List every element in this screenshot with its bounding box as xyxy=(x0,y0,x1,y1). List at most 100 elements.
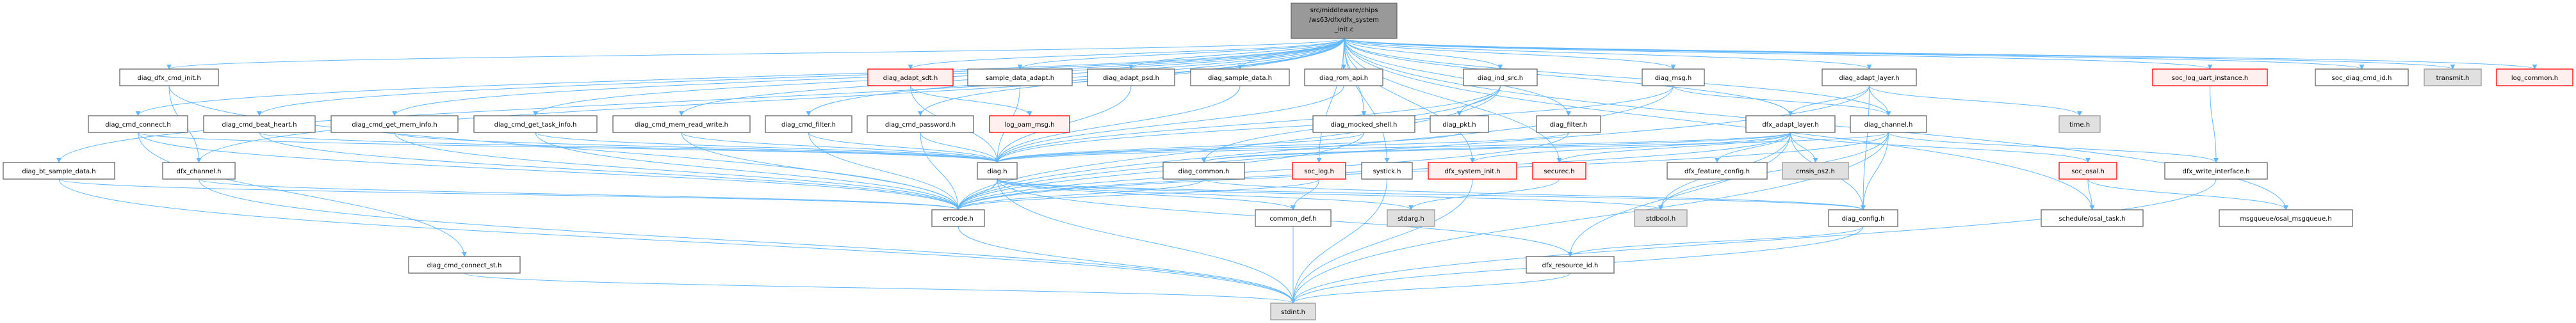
node-box xyxy=(989,115,1070,133)
node-log-oam-msg[interactable]: log_oam_msg.h xyxy=(989,115,1070,133)
node-diag-sample-data[interactable]: diag_sample_data.h xyxy=(1190,68,1290,86)
edge-root-to-diag_cmd_beat_heart xyxy=(257,38,1344,116)
edge-root-to-diag_channel xyxy=(1344,38,1891,116)
node-diag-pkt[interactable]: diag_pkt.h xyxy=(1430,115,1489,133)
node-label: dfx_channel.h xyxy=(177,168,222,175)
node-soc-log-uart-instance[interactable]: soc_log_uart_instance.h xyxy=(2152,68,2268,86)
edge-diag_cmd_connect-to-diag xyxy=(138,132,1000,163)
node-diag-cmd-mem-read-write[interactable]: diag_cmd_mem_read_write.h xyxy=(612,115,751,133)
edge-root-to-dfx_channel xyxy=(196,38,1344,163)
edge-diag_filter-to-diag xyxy=(995,132,1569,163)
edge-diag_ind_src-to-diag xyxy=(995,85,1501,163)
edge-root-to-soc_diag_cmd_id xyxy=(1344,38,2365,70)
edge-diag_channel-to-stdbool xyxy=(1658,132,1889,210)
edge-diag-to-stdint xyxy=(997,178,1296,304)
node-diag-adapt-sdt[interactable]: diag_adapt_sdt.h xyxy=(867,68,954,86)
node-label: soc_osal.h xyxy=(2071,168,2105,175)
node-systick[interactable]: systick.h xyxy=(1361,162,1413,180)
node-box xyxy=(330,115,459,133)
edge-root-to-diag_bt_sample_data xyxy=(56,38,1344,163)
node-diag-cmd-connect[interactable]: diag_cmd_connect.h xyxy=(88,115,188,133)
node-label: dfx_write_interface.h xyxy=(2182,168,2249,175)
node-label: time.h xyxy=(2069,122,2090,129)
node-stdint[interactable]: stdint.h xyxy=(1270,303,1316,320)
node-diag-rom-api[interactable]: diag_rom_api.h xyxy=(1304,68,1383,86)
node-label: soc_diag_cmd_id.h xyxy=(2332,75,2392,82)
node-diag-bt-sample-data[interactable]: diag_bt_sample_data.h xyxy=(3,162,115,180)
node-diag-mocked-shell[interactable]: diag_mocked_shell.h xyxy=(1312,115,1415,133)
node-label: log_common.h xyxy=(2511,75,2558,82)
node-diag-cmd-get-mem-info[interactable]: diag_cmd_get_mem_info.h xyxy=(330,115,459,133)
node-securec[interactable]: securec.h xyxy=(1532,162,1586,180)
edge-diag_sample_data-to-diag xyxy=(995,85,1241,163)
node-label: diag_cmd_connect.h xyxy=(105,122,171,129)
node-dfx-channel[interactable]: dfx_channel.h xyxy=(162,162,236,180)
node-diag-common[interactable]: diag_common.h xyxy=(1162,162,1245,180)
node-label: stdint.h xyxy=(1281,309,1305,316)
node-dfx-resource-id[interactable]: dfx_resource_id.h xyxy=(1526,256,1615,274)
edge-diag_cmd_connect-to-errcode xyxy=(138,132,961,210)
node-msgqueue-osal-msgqueue[interactable]: msgqueue/osal_msgqueue.h xyxy=(2219,209,2353,227)
edge-diag_filter-to-errcode xyxy=(956,132,1569,210)
edge-root-to-diag_ind_src xyxy=(1344,38,1503,70)
node-box xyxy=(977,162,1018,180)
node-label: diag_filter.h xyxy=(1550,122,1587,129)
node-log-common[interactable]: log_common.h xyxy=(2496,68,2573,86)
edge-diag_bt_sample_data-to-errcode xyxy=(58,178,961,210)
node-label: diag_channel.h xyxy=(1864,122,1913,129)
node-label: systick.h xyxy=(1373,168,1401,175)
node-sample-data-adapt[interactable]: sample_data_adapt.h xyxy=(967,68,1073,86)
edge-diag_msg-to-errcode xyxy=(956,85,1674,210)
node-box xyxy=(1526,256,1615,274)
node-errcode[interactable]: errcode.h xyxy=(931,209,985,227)
edge-errcode-to-stdint xyxy=(958,226,1296,304)
node-diag-msg[interactable]: diag_msg.h xyxy=(1642,68,1705,86)
edge-root-to-securec xyxy=(1344,38,1562,163)
edge-diag-to-diag_config xyxy=(997,178,1866,210)
node-diag-cmd-connect-st[interactable]: diag_cmd_connect_st.h xyxy=(408,256,521,274)
node-label: dfx_resource_id.h xyxy=(1542,262,1599,269)
node-dfx-system-init[interactable]: dfx_system_init.h xyxy=(1428,162,1517,180)
node-schedule-osal-task[interactable]: schedule/osal_task.h xyxy=(2041,209,2144,227)
node-cmsis-os2[interactable]: cmsis_os2.h xyxy=(1782,162,1849,180)
edge-root-to-dfx_system_init xyxy=(1344,38,1475,163)
node-dfx-write-interface[interactable]: dfx_write_interface.h xyxy=(2164,162,2268,180)
node-box xyxy=(867,68,954,86)
node-root[interactable]: src/middleware/chips/ws63/dfx/dfx_system… xyxy=(1291,3,1398,39)
node-diag-ind-src[interactable]: diag_ind_src.h xyxy=(1463,68,1538,86)
edge-dfx_adapt_layer-to-securec xyxy=(1556,132,1791,163)
node-dfx-adapt-layer[interactable]: dfx_adapt_layer.h xyxy=(1745,115,1836,133)
node-label: _init.c xyxy=(1334,26,1354,33)
node-common-def[interactable]: common_def.h xyxy=(1255,209,1332,227)
node-box xyxy=(1634,209,1688,227)
node-diag-channel[interactable]: diag_channel.h xyxy=(1850,115,1927,133)
node-stdbool[interactable]: stdbool.h xyxy=(1634,209,1688,227)
node-time[interactable]: time.h xyxy=(2058,115,2101,133)
edge-diag_cmd_get_task_info-to-diag xyxy=(535,132,1000,163)
node-diag[interactable]: diag.h xyxy=(977,162,1018,180)
node-soc-log[interactable]: soc_log.h xyxy=(1292,162,1346,180)
node-diag-cmd-filter[interactable]: diag_cmd_filter.h xyxy=(765,115,852,133)
node-diag-filter[interactable]: diag_filter.h xyxy=(1536,115,1601,133)
node-diag-adapt-psd[interactable]: diag_adapt_psd.h xyxy=(1087,68,1175,86)
node-box xyxy=(119,68,219,86)
node-diag-config[interactable]: diag_config.h xyxy=(1828,209,1898,227)
node-label: diag_cmd_beat_heart.h xyxy=(222,122,297,129)
edge-dfx_write_interface-to-stdint xyxy=(1291,178,2217,304)
edge-root-to-soc_log_uart_instance xyxy=(1344,38,2213,70)
node-dfx-feature-config[interactable]: dfx_feature_config.h xyxy=(1667,162,1768,180)
node-soc-osal[interactable]: soc_osal.h xyxy=(2058,162,2117,180)
node-diag-dfx-cmd-init[interactable]: diag_dfx_cmd_init.h xyxy=(119,68,219,86)
node-soc-diag-cmd-id[interactable]: soc_diag_cmd_id.h xyxy=(2315,68,2409,86)
node-stdarg[interactable]: stdarg.h xyxy=(1387,209,1435,227)
node-diag-cmd-beat-heart[interactable]: diag_cmd_beat_heart.h xyxy=(203,115,316,133)
edge-diag_cmd_connect_st-to-stdint xyxy=(464,272,1296,304)
node-diag-adapt-layer[interactable]: diag_adapt_layer.h xyxy=(1822,68,1917,86)
edge-soc_log_uart_instance-to-dfx_write_interface xyxy=(2210,85,2219,163)
node-transmit[interactable]: transmit.h xyxy=(2424,68,2482,86)
node-box xyxy=(3,162,115,180)
node-diag-cmd-password[interactable]: diag_cmd_password.h xyxy=(867,115,974,133)
node-diag-cmd-get-task-info[interactable]: diag_cmd_get_task_info.h xyxy=(473,115,598,133)
node-box xyxy=(1828,209,1898,227)
node-box xyxy=(1463,68,1538,86)
